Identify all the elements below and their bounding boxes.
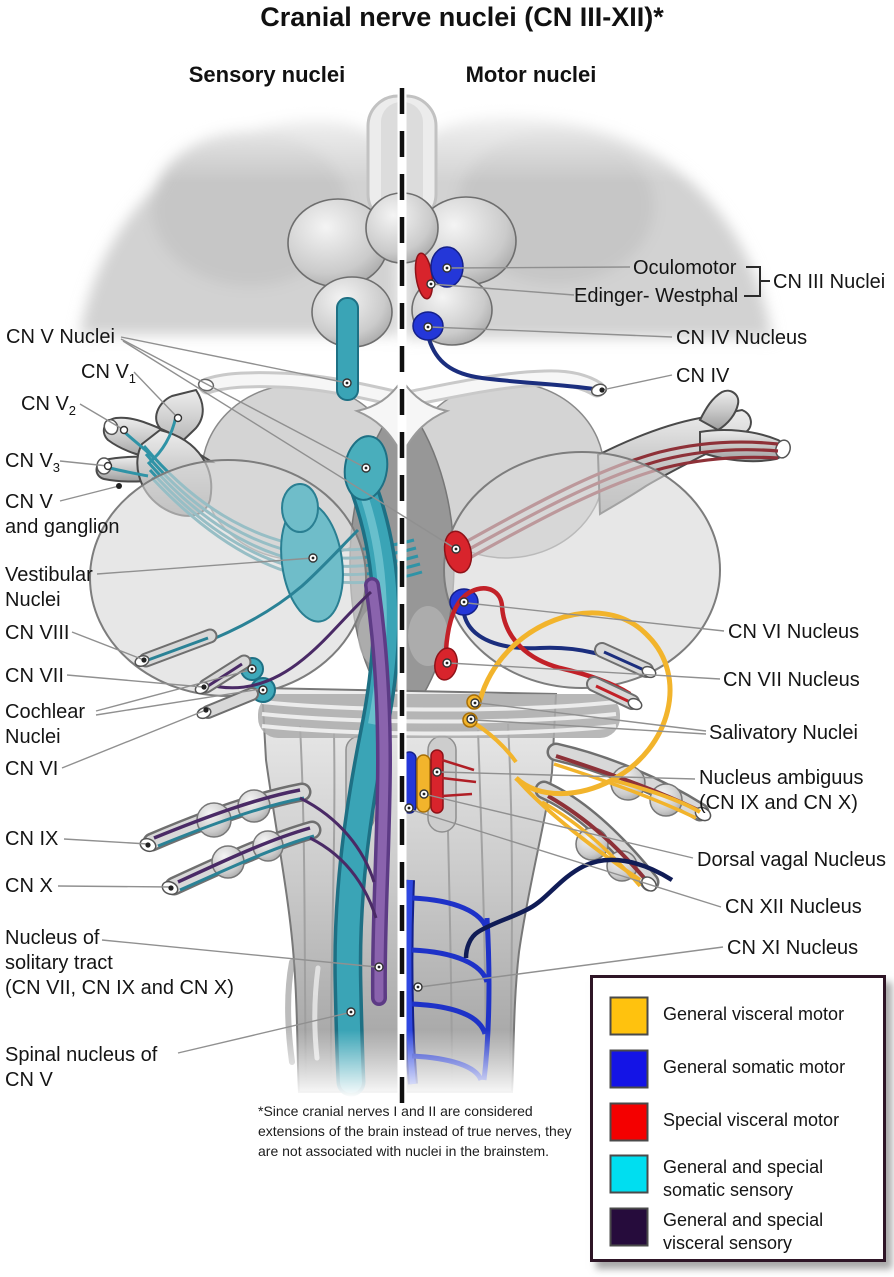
label-cn-v1: CN V1 — [81, 361, 137, 386]
label-cn-viii: CN VIII — [5, 622, 70, 644]
leader-lines — [57, 266, 725, 1054]
footnote: *Since cranial nerves I and II are consi… — [258, 1103, 572, 1159]
label-cn-v2: CN V2 — [21, 393, 77, 418]
label-cochlear-nuclei: Cochlear Nuclei — [5, 701, 86, 748]
label-cn-vii-nucleus: CN VII Nucleus — [723, 669, 860, 691]
motor-column-header: Motor nuclei — [465, 62, 597, 87]
legend-swatch-general-somatic-motor — [609, 1049, 649, 1089]
legend-row-special-visceral-motor: Special visceral motor — [609, 1102, 839, 1142]
cn-x-nerve-left — [161, 820, 322, 896]
cn-xi-nerve — [463, 857, 674, 959]
legend-label: General somatic motor — [663, 1057, 846, 1077]
legend-swatch-visceral-sensory — [609, 1207, 649, 1247]
legend-label: General and special — [663, 1210, 824, 1230]
sensory-column-header: Sensory nuclei — [188, 62, 346, 87]
legend-label: Special visceral motor — [663, 1110, 840, 1130]
legend-swatch-general-visceral-motor — [609, 996, 649, 1036]
label-edinger-westphal: Edinger- Westphal — [574, 285, 739, 307]
label-cn-iv-nucleus: CN IV Nucleus — [676, 327, 808, 349]
cn-iii-bracket — [744, 266, 770, 297]
figure-title: Cranial nerve nuclei (CN III-XII)* — [260, 2, 664, 32]
label-cn-xi-nucleus: CN XI Nucleus — [727, 937, 859, 959]
label-cn-v-nuclei: CN V Nuclei — [6, 326, 115, 348]
label-nucleus-ambiguus: Nucleus ambiguus (CN IX and CN X) — [699, 767, 864, 814]
label-cn-vii-left: CN VII — [5, 665, 64, 687]
striae-medullares — [258, 694, 620, 738]
legend-swatch-special-visceral-motor — [609, 1102, 649, 1142]
dorsal-vagal-nucleus-strip — [416, 754, 431, 813]
label-cn-xii-nucleus: CN XII Nucleus — [725, 896, 862, 918]
label-cn-x-left: CN X — [5, 875, 53, 897]
label-cn-vi-nucleus: CN VI Nucleus — [728, 621, 860, 643]
legend-row-general-visceral-motor: General visceral motor — [609, 996, 844, 1036]
legend-row-general-somatic-motor: General somatic motor — [609, 1049, 845, 1089]
label-cn-iv: CN IV — [676, 365, 730, 387]
legend-label: General and special — [663, 1157, 824, 1177]
mesencephalic-nucleus — [336, 297, 359, 401]
label-spinal-nucleus-cn-v: Spinal nucleus of CN V — [5, 1044, 158, 1091]
nucleus-ambiguus-strip — [430, 749, 444, 814]
label-cn-ix-left: CN IX — [5, 828, 59, 850]
label-solitary-tract: Nucleus of solitary tract (CN VII, CN IX… — [5, 927, 234, 999]
label-dorsal-vagal-nucleus: Dorsal vagal Nucleus — [697, 849, 886, 871]
marker-dots — [103, 263, 605, 1017]
label-cn-v-and-ganglion: CN V and ganglion — [5, 491, 120, 538]
solitary-tract — [205, 577, 393, 1006]
label-cn-iii-nuclei: CN III Nuclei — [773, 271, 886, 293]
salivatory-nuclei-group — [462, 610, 702, 882]
bottom-fade — [230, 1030, 590, 1110]
label-salivatory-nuclei: Salivatory Nuclei — [709, 722, 858, 744]
legend-swatch-somatic-sensory — [609, 1154, 649, 1194]
legend-label: General visceral motor — [663, 1004, 845, 1024]
cn-x-nerve-right — [534, 780, 660, 892]
label-cn-vi-left: CN VI — [5, 758, 59, 780]
cn-ix-nerve-left — [139, 782, 312, 853]
cn-iv-nerve — [427, 338, 608, 397]
legend: General visceral motor General somatic m… — [590, 975, 886, 1262]
label-vestibular-nuclei: Vestibular Nuclei — [5, 564, 93, 611]
label-cn-v3: CN V3 — [5, 450, 61, 475]
label-oculomotor: Oculomotor — [633, 257, 737, 279]
